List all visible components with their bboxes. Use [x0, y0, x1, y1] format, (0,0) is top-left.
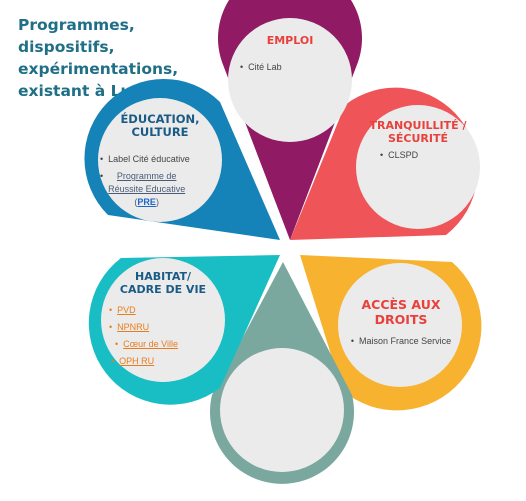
- circle-habitat: [101, 258, 225, 382]
- bullet-icon: •: [111, 356, 115, 366]
- card-tranquillite: TRANQUILLITÉ / SÉCURITÉ •CLSPD: [362, 119, 474, 166]
- circle-emploi: [228, 18, 352, 142]
- list-item: •CLSPD: [380, 150, 419, 160]
- link-oph-ru[interactable]: OPH RU: [119, 356, 155, 366]
- list-item: •Cité Lab: [240, 62, 282, 72]
- link-pvd[interactable]: PVD: [117, 305, 136, 315]
- bullet-icon: •: [350, 336, 355, 346]
- heading-acces: ACCÈS AUX DROITS: [361, 297, 441, 327]
- bullet-icon: •: [100, 154, 104, 164]
- list-item: •Label Cité éducative: [100, 154, 190, 164]
- card-education: ÉDUCATION, CULTURE •Label Cité éducative…: [98, 113, 222, 213]
- card-acces: ACCÈS AUX DROITS •Maison France Service: [340, 297, 462, 352]
- list-item: • PVD: [109, 304, 221, 317]
- bullet-icon: •: [109, 322, 113, 332]
- circle-education: [98, 98, 222, 222]
- circle-acces: [338, 263, 462, 387]
- link-pre[interactable]: Programme de Réussite Educative (PRE): [108, 171, 186, 207]
- bullet-icon: •: [100, 171, 104, 181]
- bullet-icon: •: [380, 150, 384, 160]
- heading-habitat: HABITAT/ CADRE DE VIE: [119, 270, 207, 296]
- link-coeur-de-ville[interactable]: Cœur de Ville: [123, 339, 179, 349]
- heading-tranquillite: TRANQUILLITÉ / SÉCURITÉ: [369, 119, 467, 145]
- bullet-icon: •: [109, 305, 113, 315]
- list-item: • NPNRU: [109, 321, 221, 334]
- link-npnru[interactable]: NPNRU: [117, 322, 150, 332]
- list-item: • OPH RU: [109, 355, 221, 368]
- bullet-icon: •: [240, 62, 244, 72]
- list-item: •Maison France Service: [350, 336, 452, 346]
- heading-emploi: EMPLOI: [266, 34, 314, 47]
- list-item: • Programme de Réussite Educative (PRE): [100, 170, 222, 209]
- circle-tranquillite: [356, 105, 480, 229]
- circle-center-bottom: [220, 348, 344, 472]
- card-habitat: HABITAT/ CADRE DE VIE • PVD • NPNRU • Cœur …: [105, 270, 221, 372]
- bullet-icon: •: [115, 339, 119, 349]
- heading-education: ÉDUCATION, CULTURE: [120, 112, 200, 139]
- card-emploi: EMPLOI •Cité Lab: [232, 34, 348, 78]
- list-item: • Cœur de Ville: [109, 338, 221, 351]
